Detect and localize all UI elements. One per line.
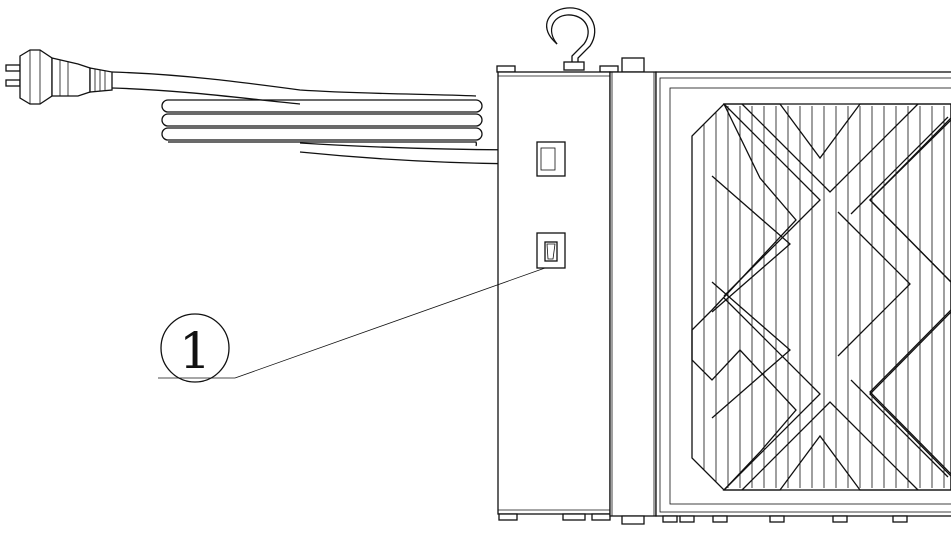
rocker-switch-icon[interactable] bbox=[536, 232, 566, 269]
power-cord bbox=[111, 71, 541, 165]
cable-grommet-icon bbox=[536, 141, 566, 177]
filter-pleats bbox=[703, 106, 945, 488]
control-housing bbox=[496, 65, 619, 521]
hanging-hook-icon bbox=[546, 7, 596, 71]
power-plug-icon bbox=[5, 49, 113, 105]
callout-1: 1 bbox=[158, 267, 546, 383]
callout-1-label: 1 bbox=[179, 322, 211, 380]
filter-frame-brace bbox=[691, 103, 951, 491]
filter-panel bbox=[655, 71, 951, 523]
side-strip bbox=[609, 57, 657, 525]
